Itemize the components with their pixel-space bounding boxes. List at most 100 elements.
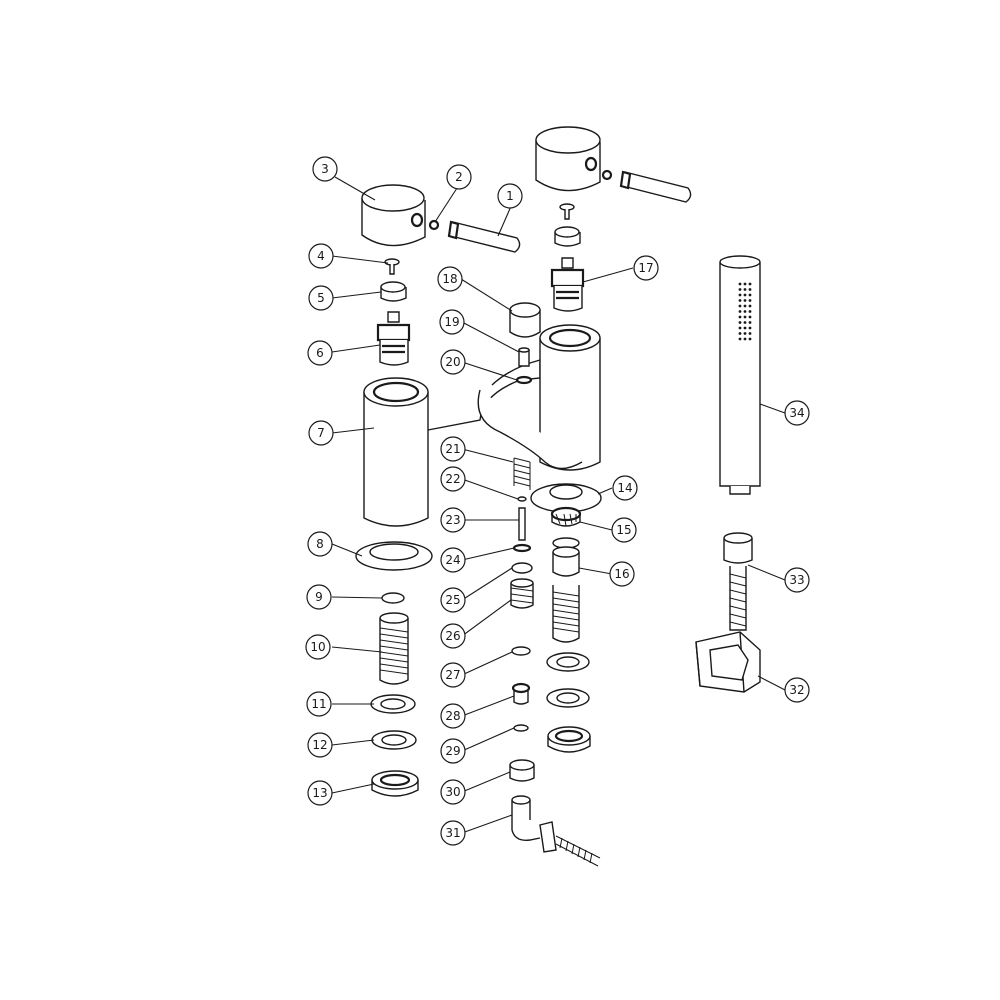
callout-16: 16: [609, 561, 635, 587]
callout-19: 19: [439, 309, 465, 335]
callout-number: 7: [317, 426, 325, 440]
cartridge-left: [376, 311, 411, 366]
washer-11: [370, 694, 416, 714]
o-ring-9: [381, 592, 405, 604]
callout-24: 24: [440, 547, 466, 573]
callout-number: 19: [444, 315, 459, 329]
nozzle-dot: [743, 315, 747, 319]
wall-bracket-32: [695, 631, 761, 693]
lever-rod-right: [619, 170, 692, 203]
washer-27b: [546, 688, 590, 708]
callout-circle: [305, 634, 331, 660]
diverter-stem-23: [518, 507, 526, 541]
callout-18: 18: [437, 266, 463, 292]
elbow-hose-31: [511, 795, 601, 867]
callout-5: 5: [308, 285, 334, 311]
callout-circle: [306, 691, 332, 717]
callout-number: 1: [506, 189, 514, 203]
callout-circle: [446, 164, 472, 190]
o-ring-22: [517, 496, 527, 502]
callout-number: 11: [311, 697, 326, 711]
callout-number: 4: [317, 249, 325, 263]
callout-circle: [308, 243, 334, 269]
backnut-13: [371, 770, 419, 797]
callout-number: 10: [310, 640, 325, 654]
callout-10: 10: [305, 634, 331, 660]
callout-32: 32: [784, 677, 810, 703]
base-washer-8: [355, 541, 433, 571]
callout-number: 28: [445, 709, 460, 723]
callout-7: 7: [308, 420, 334, 446]
hose-outlet-15: [550, 506, 582, 527]
callout-number: 23: [445, 513, 460, 527]
backnut-right: [547, 726, 591, 753]
nozzle-dot: [738, 299, 742, 302]
callout-2: 2: [446, 164, 472, 190]
callout-number: 15: [616, 523, 631, 537]
callout-11: 11: [306, 691, 332, 717]
nozzle-dot: [738, 310, 742, 313]
callout-number: 25: [445, 593, 460, 607]
callout-circle: [440, 779, 466, 805]
callout-30: 30: [440, 779, 466, 805]
callout-circle: [306, 584, 332, 610]
nozzle-dot: [738, 288, 742, 291]
diverter-pin: [518, 347, 530, 367]
callout-circle: [440, 662, 466, 688]
callout-number: 14: [617, 481, 632, 495]
callout-circle: [440, 703, 466, 729]
nozzle-dot: [743, 304, 747, 308]
callout-circle: [440, 436, 466, 462]
callout-4: 4: [308, 243, 334, 269]
callout-number: 33: [789, 573, 804, 587]
screw-left: [384, 258, 400, 275]
callout-9: 9: [306, 584, 332, 610]
nozzle-dot: [748, 315, 752, 319]
callout-number: 31: [445, 826, 460, 840]
nozzle-dot: [743, 321, 747, 324]
nozzle-dot: [743, 293, 747, 297]
callout-number: 22: [445, 472, 460, 486]
nipple-28: [511, 682, 531, 705]
callout-circle: [437, 266, 463, 292]
nozzle-dot: [748, 288, 752, 291]
callout-circle: [440, 623, 466, 649]
lever-rod-left: [447, 220, 521, 253]
spring-21: [513, 457, 531, 490]
nozzle-dot: [738, 326, 742, 330]
callout-circle: [308, 420, 334, 446]
nozzle-dot: [743, 299, 747, 302]
nozzle-dot: [748, 310, 752, 313]
screw-right: [559, 203, 575, 220]
nozzle-dot: [738, 282, 742, 286]
nozzle-dot: [738, 321, 742, 324]
callout-circle: [440, 820, 466, 846]
callout-22: 22: [440, 466, 466, 492]
nozzle-dot: [748, 304, 752, 308]
callout-circle: [307, 531, 333, 557]
callout-20: 20: [440, 349, 466, 375]
diverter-body-26: [510, 578, 534, 609]
callout-23: 23: [440, 507, 466, 533]
callout-8: 8: [307, 531, 333, 557]
callout-circle: [440, 349, 466, 375]
nozzle-dot: [748, 299, 752, 302]
threaded-shank-10: [379, 612, 409, 685]
washer-27: [511, 646, 531, 656]
callout-circle: [312, 156, 338, 182]
callout-27: 27: [440, 662, 466, 688]
nozzle-dot: [738, 332, 742, 335]
callout-number: 34: [789, 406, 804, 420]
callout-25: 25: [440, 587, 466, 613]
nozzle-dot: [748, 321, 752, 324]
callout-circle: [612, 475, 638, 501]
callout-15: 15: [611, 517, 637, 543]
callout-circle: [307, 340, 333, 366]
callout-number: 13: [312, 786, 327, 800]
leader-lines: [331, 176, 786, 834]
callout-circle: [440, 547, 466, 573]
washer-12: [371, 730, 417, 750]
callout-28: 28: [440, 703, 466, 729]
callout-number: 29: [445, 744, 460, 758]
